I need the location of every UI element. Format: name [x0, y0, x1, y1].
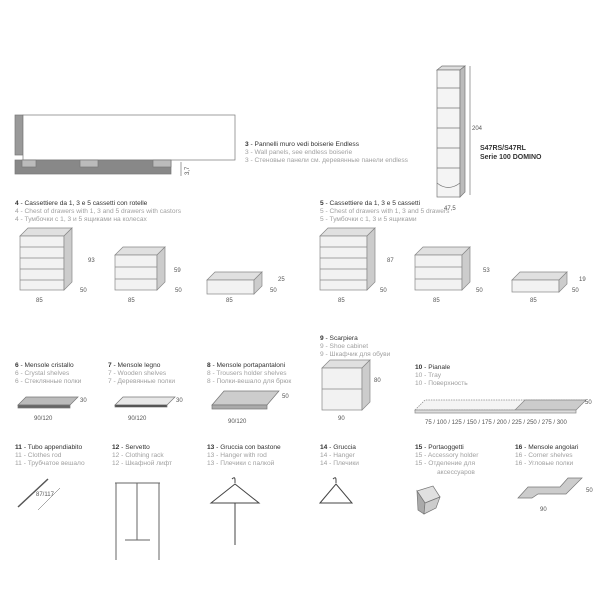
dim-5b-d: 50: [476, 288, 483, 294]
dim-col-h: 204: [472, 126, 483, 132]
dim-4a-w: 85: [36, 298, 43, 304]
dim-4c-w: 85: [226, 298, 233, 304]
column-cabinet-drawing: [436, 65, 471, 198]
clothes-rod-drawing: [17, 478, 61, 511]
dim-6-d: 30: [80, 398, 87, 404]
dim-5c-d: 50: [572, 288, 579, 294]
dim-16-d: 50: [586, 488, 593, 494]
dim-4b-d: 50: [175, 288, 182, 294]
dim-7-d: 30: [176, 398, 183, 404]
hanger-drawing: [318, 477, 354, 504]
dim-4c-d: 50: [270, 288, 277, 294]
wall-panel-drawing: [14, 114, 236, 176]
dim-16-w: 90: [540, 507, 547, 513]
shoe-cabinet-drawing: [321, 359, 371, 411]
dim-4b-h: 59: [174, 268, 181, 274]
dim-4b-w: 85: [128, 298, 135, 304]
dim-10-d: 50: [585, 400, 592, 406]
dim-10-w: 75 / 100 / 125 / 150 / 175 / 200 / 225 /…: [425, 420, 567, 426]
dim-col-w: 47,5: [444, 206, 456, 212]
series-prefix: Serie 100: [480, 154, 511, 161]
dim-9-w: 90: [338, 416, 345, 422]
dim-4a-h: 93: [88, 258, 95, 264]
tray-drawing: [414, 399, 587, 414]
dim-5a-w: 85: [338, 298, 345, 304]
dim-9-h: 80: [374, 378, 381, 384]
model-code: S47RS/S47RL: [480, 145, 526, 152]
shelf-drawings: [17, 390, 280, 410]
dim-4c-h: 25: [278, 277, 285, 283]
dim-7-w: 90/120: [128, 416, 147, 422]
clothing-rack-drawing: [115, 482, 160, 560]
caption-4: 4 - Cassettiere da 1, 3 e 5 cassetti con…: [15, 200, 182, 224]
series-name: DOMINO: [512, 154, 542, 161]
dim-5c-h: 19: [579, 277, 586, 283]
dim-4a-d: 50: [80, 288, 87, 294]
dim-5a-h: 87: [387, 258, 394, 264]
hanger-rod-drawing: [209, 477, 261, 545]
dim-5a-d: 50: [380, 288, 387, 294]
dim-8-w: 90/120: [228, 419, 247, 425]
accessory-holder-drawing: [416, 485, 441, 515]
model-label: S47RS/S47RL Serie 100 DOMINO: [480, 144, 541, 162]
corner-shelf-drawing: [517, 477, 583, 499]
chest-drawings-castors: [19, 227, 263, 295]
dim-5b-w: 85: [433, 298, 440, 304]
chest-drawings: [319, 227, 568, 293]
dim-5c-w: 85: [530, 298, 537, 304]
dim-11-l: 87/117: [36, 492, 55, 498]
dim-8-d: 50: [282, 394, 289, 400]
dim-wall-h: 3,7: [185, 166, 191, 175]
dim-5b-h: 53: [483, 268, 490, 274]
dim-6-w: 90/120: [34, 416, 53, 422]
